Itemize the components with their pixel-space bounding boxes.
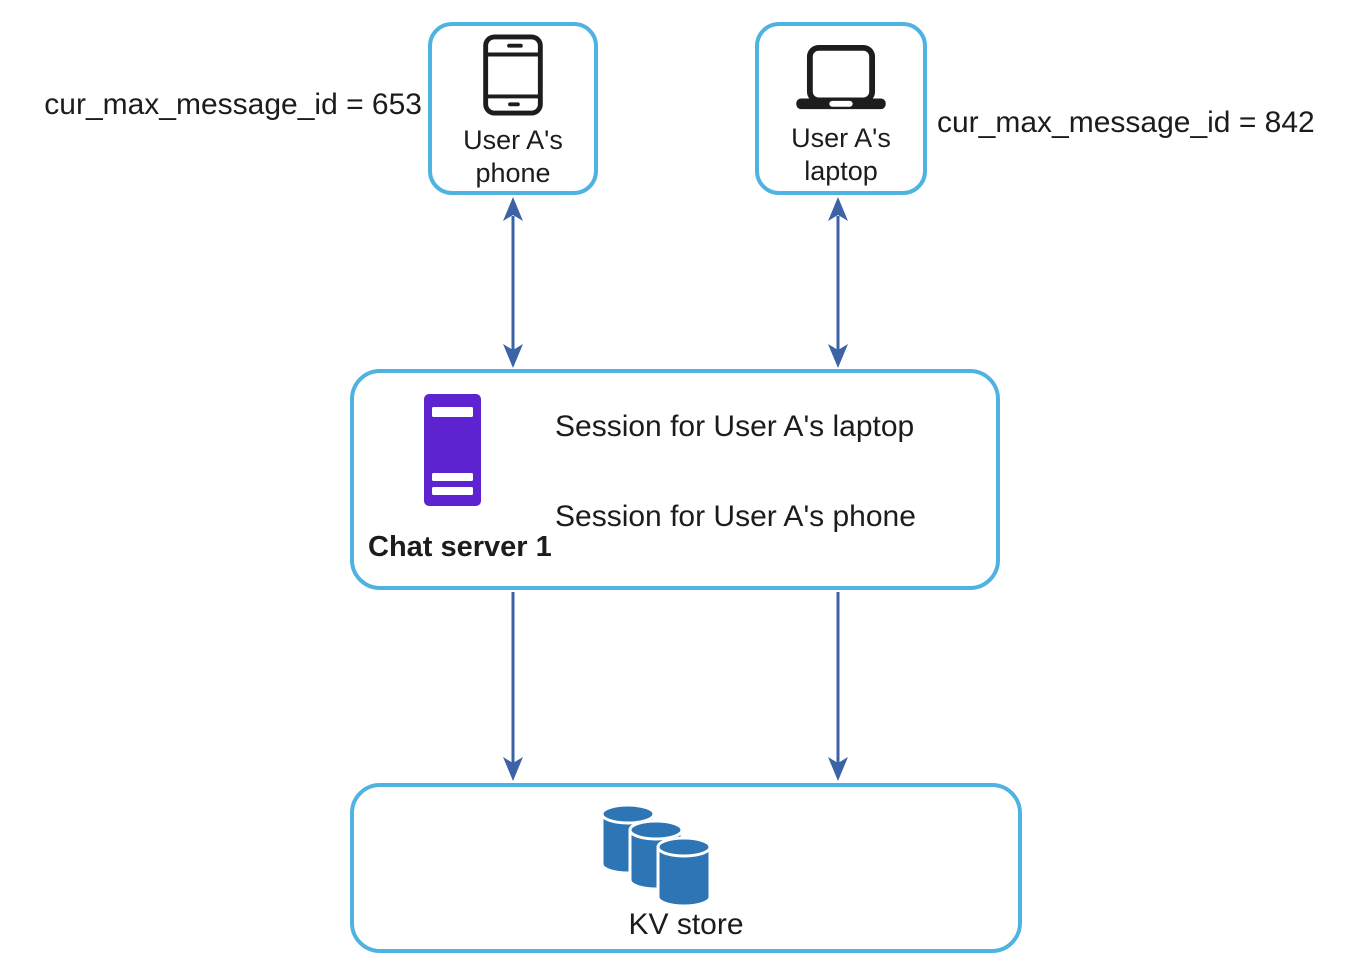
server-icon bbox=[424, 394, 481, 511]
edge-chat-server-kv-left bbox=[503, 592, 523, 781]
edge-chat-server-kv-right bbox=[828, 592, 848, 781]
kv-store-label: KV store bbox=[628, 908, 744, 941]
node-chat-server-1: Session for User A's laptop Session for … bbox=[350, 369, 1000, 590]
session-laptop-text: Session for User A's laptop bbox=[555, 410, 915, 443]
node-user-a-laptop: User A's laptop bbox=[755, 22, 927, 195]
edge-phone-chat-server bbox=[503, 197, 523, 368]
phone-node-label: User A's phone bbox=[463, 125, 563, 188]
laptop-node-label: User A's laptop bbox=[791, 123, 891, 186]
node-user-a-phone: User A's phone bbox=[428, 22, 598, 195]
edge-laptop-chat-server bbox=[828, 197, 848, 368]
session-phone-text: Session for User A's phone bbox=[555, 500, 916, 533]
phone-counter-annotation: cur_max_message_id = 653 bbox=[44, 88, 422, 121]
node-kv-store: KV store bbox=[350, 783, 1022, 953]
chat-server-title: Chat server 1 bbox=[368, 531, 552, 563]
database-icon bbox=[598, 801, 740, 912]
laptop-icon bbox=[794, 44, 888, 119]
smartphone-icon bbox=[481, 34, 545, 121]
laptop-counter-annotation: cur_max_message_id = 842 bbox=[937, 106, 1315, 139]
